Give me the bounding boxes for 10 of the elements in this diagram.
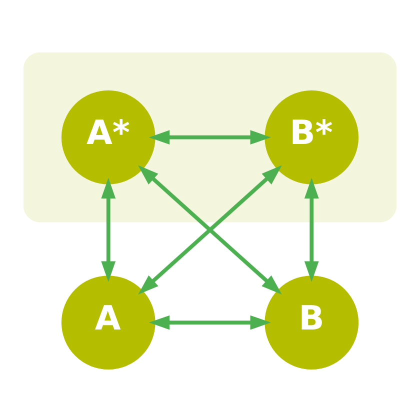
- node-circle: A: [61, 275, 156, 369]
- node-circle: B: [264, 275, 359, 369]
- arrow: [148, 314, 271, 330]
- cluster: [24, 52, 396, 222]
- arrow: [138, 164, 282, 294]
- arrow: [304, 177, 319, 282]
- arrow: [148, 130, 271, 144]
- arrow: [101, 177, 116, 282]
- node-circle: B*: [264, 90, 359, 184]
- node-circle: A*: [61, 90, 156, 184]
